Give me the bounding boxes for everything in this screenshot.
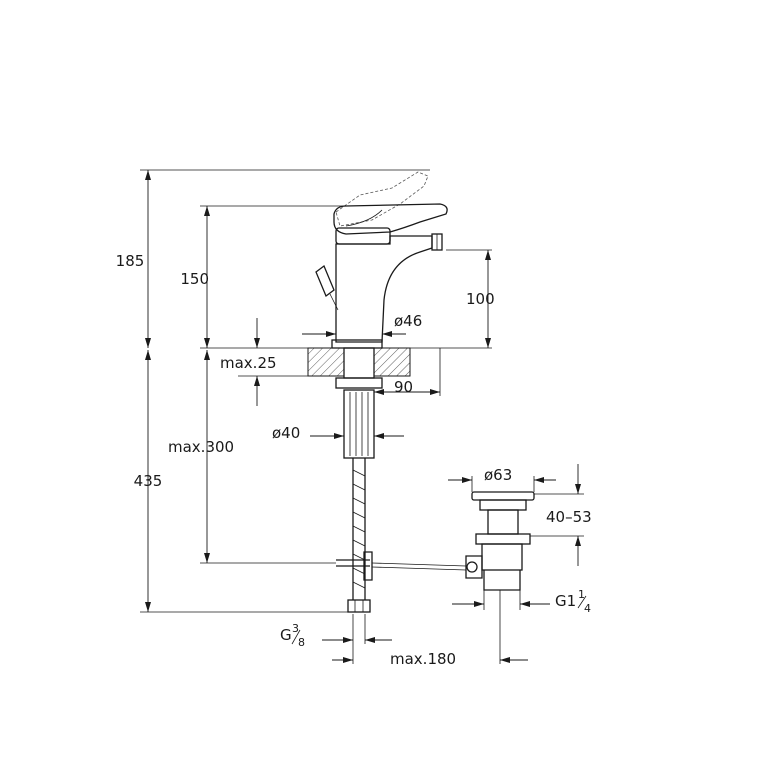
dim-max25: max.25	[220, 318, 308, 406]
dim-d46: ø46	[302, 312, 422, 337]
lever-handle	[333, 203, 448, 235]
dim-d40: ø40	[272, 424, 404, 442]
hose-nut	[347, 599, 371, 613]
dim-g38-num: 3	[292, 622, 299, 635]
threaded-shank	[343, 389, 375, 459]
dim-185: 185	[116, 169, 430, 348]
dim-185-label: 185	[116, 252, 145, 270]
dim-90: 90	[374, 348, 441, 396]
svg-text:G1: G1	[555, 592, 576, 610]
dim-40-53: 40–53	[530, 464, 592, 566]
mounting-shank	[335, 347, 383, 613]
dim-max25-label: max.25	[220, 354, 277, 372]
popup-knob	[315, 264, 335, 298]
dim-d63-label: ø63	[484, 466, 512, 484]
dim-150-label: 150	[180, 270, 209, 288]
lever-raised-outline	[335, 171, 429, 227]
dim-g38-base: G	[280, 626, 292, 644]
dim-g114-den: 4	[584, 602, 591, 615]
drain-assembly	[465, 491, 535, 591]
dim-g114-num: 1	[578, 588, 585, 601]
dim-g38-den: 8	[298, 636, 305, 649]
dim-435-label: 435	[134, 472, 163, 490]
flexible-hose	[352, 458, 366, 600]
countertop-section	[200, 347, 492, 377]
popup-rod	[336, 551, 467, 581]
dim-150: 150	[180, 205, 346, 348]
dim-435: 435	[134, 350, 350, 613]
dim-g114: G1 1 4	[452, 588, 591, 615]
dim-d40-label: ø40	[272, 424, 300, 442]
dim-max300: max.300	[168, 350, 336, 564]
dim-max180-label: max.180	[390, 650, 456, 668]
dim-d46-label: ø46	[394, 312, 422, 330]
dim-d63: ø63	[448, 466, 556, 492]
dim-g38: G 3 8	[280, 614, 392, 664]
dim-100-label: 100	[466, 290, 495, 308]
dim-max180: max.180	[332, 590, 528, 668]
dim-100: 100	[446, 249, 495, 348]
dim-90-label: 90	[394, 378, 413, 396]
dim-g114-base: G1	[555, 592, 576, 610]
drain-flange	[471, 491, 535, 501]
dim-max300-label: max.300	[168, 438, 234, 456]
faucet-body	[315, 171, 448, 349]
drain-outlet	[483, 570, 521, 591]
dim-40-53-label: 40–53	[546, 508, 592, 526]
